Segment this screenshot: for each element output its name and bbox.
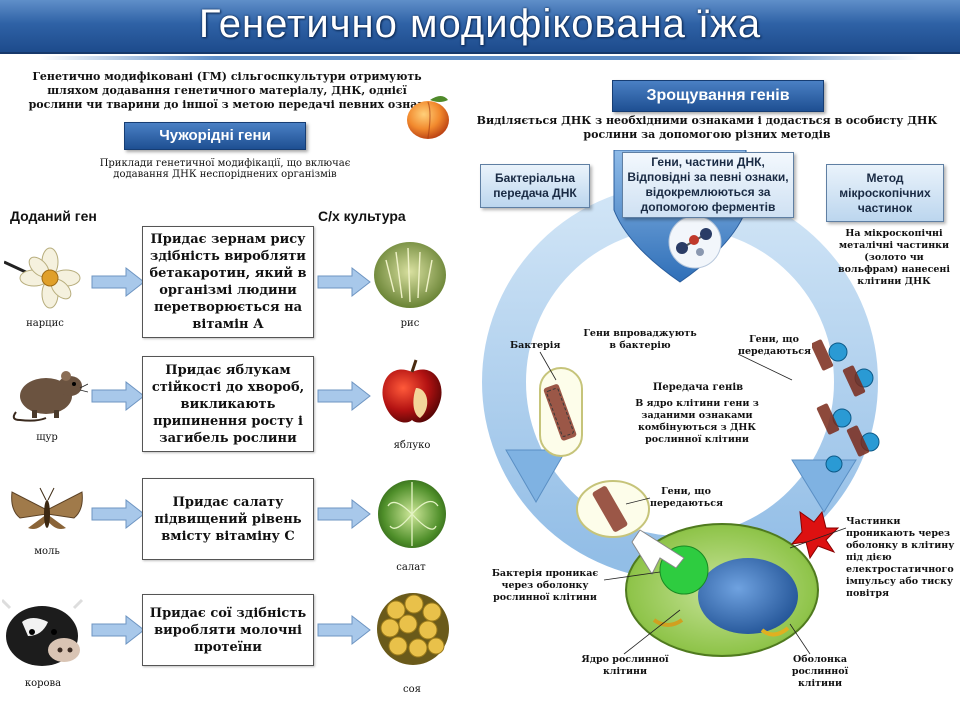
- crop-heading: С/х культура: [318, 208, 406, 224]
- crop-label-soy: соя: [403, 684, 421, 695]
- nucleus-label: Ядро рослинної клітини: [581, 654, 669, 677]
- cow-icon: [2, 598, 84, 666]
- bacteria-capsule-icon: [539, 367, 583, 457]
- metal-particles-icon: [812, 339, 880, 473]
- bacteria-capsule-lower-icon: [576, 480, 650, 538]
- crop-arrow-1: [317, 266, 371, 298]
- crop-arrow-3: [317, 498, 371, 530]
- rice-icon: [374, 242, 446, 308]
- title-underline: [40, 56, 920, 60]
- gene-arrow-2: [91, 380, 145, 412]
- bacteria-label: Бактерія: [510, 340, 561, 351]
- gene-transfer-text: В ядро клітини гени з заданими ознаками …: [635, 398, 759, 445]
- source-label-cow: корова: [24, 678, 62, 689]
- gene-effect-box-4: Придає сої здібність виробляти молочні п…: [142, 594, 314, 666]
- apple-icon: [382, 359, 442, 423]
- particles-penetrate-note: Частинки проникають через оболонку в клі…: [846, 516, 955, 599]
- soybean-icon: [377, 593, 449, 665]
- gene-splicing-caption: Виділяється ДНК з необхідними ознаками і…: [476, 114, 938, 141]
- peach-icon: [407, 96, 449, 139]
- page-title: Генетично модифікована їжа: [198, 2, 762, 46]
- title-banner: [0, 0, 960, 54]
- crop-label-apple: яблуко: [393, 440, 431, 451]
- crop-label-lettuce: салат: [396, 562, 426, 573]
- gene-transfer-title: Передача генів: [652, 382, 744, 393]
- genes-transferred-right-note: Гени, що передаються: [738, 334, 812, 357]
- gene-arrow-1: [91, 266, 145, 298]
- crop-arrow-2: [317, 380, 371, 412]
- gene-effect-box-1: Придає зернам рису здібність виробляти б…: [142, 226, 314, 338]
- lettuce-icon: [378, 480, 446, 548]
- foreign-genes-label: Чужорідні гени: [124, 122, 306, 150]
- bacterial-transfer-box: Бактеріальна передача ДНК: [480, 164, 590, 208]
- foreign-genes-caption: Приклади генетичної модифікації, що вклю…: [99, 158, 351, 180]
- genes-transferred-left-note: Гени, що передаються: [650, 486, 724, 509]
- bacteria-penetrates-note: Бактерія проникає через оболонку рослинн…: [491, 568, 599, 603]
- narcissus-flower-icon: [4, 247, 81, 309]
- enzyme-separation-box: Гени, частини ДНК, Відповідні за певні о…: [622, 152, 794, 218]
- microparticle-method-box: Метод мікроскопічних частинок: [826, 164, 944, 222]
- source-label-narcissus: нарцис: [26, 318, 64, 329]
- gene-arrow-3: [91, 498, 145, 530]
- gene-splicing-label: Зрощування генів: [612, 80, 824, 112]
- rat-icon: [12, 371, 88, 422]
- dna-molecule-icon: [668, 215, 722, 269]
- gene-arrow-4: [91, 614, 145, 646]
- microparticle-note: На мікроскопічні металічні частинки (зол…: [837, 228, 950, 287]
- intro-text: Генетично модифіковані (ГМ) сільгоспкуль…: [28, 70, 426, 111]
- crop-label-rice: рис: [400, 318, 420, 329]
- source-label-moth: моль: [34, 546, 60, 557]
- genes-into-bacteria-note: Гени впроваджують в бактерію: [583, 328, 697, 351]
- source-label-rat: щур: [36, 432, 58, 443]
- membrane-label: Оболонка рослинної клітини: [791, 654, 849, 689]
- added-gene-heading: Доданий ген: [10, 208, 97, 224]
- moth-icon: [11, 487, 83, 529]
- crop-arrow-4: [317, 614, 371, 646]
- gene-effect-box-3: Придає салату підвищений рівень вмісту в…: [142, 478, 314, 560]
- gene-effect-box-2: Придає яблукам стійкості до хвороб, викл…: [142, 356, 314, 452]
